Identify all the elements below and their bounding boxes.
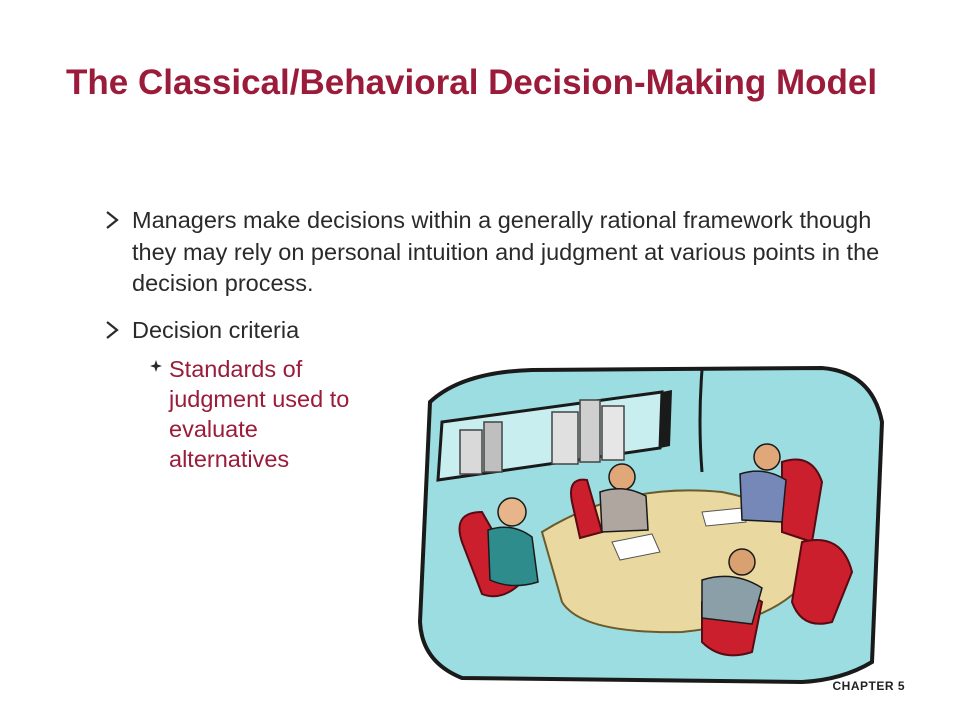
arrow-bullet-icon — [106, 320, 119, 339]
slide-title: The Classical/Behavioral Decision-Making… — [66, 63, 878, 102]
bullet-list: Managers make decisions within a general… — [105, 205, 895, 474]
sub-bullet-item: Standards of judgment used to evaluate a… — [150, 354, 379, 474]
bullet-text: Managers make decisions within a general… — [132, 207, 880, 296]
sub-bullet-text: Standards of judgment used to evaluate a… — [169, 356, 350, 472]
chapter-label: CHAPTER 5 — [832, 679, 905, 693]
bullet-text: Decision criteria — [132, 316, 300, 343]
arrow-bullet-icon — [106, 211, 119, 229]
diamond-bullet-icon — [150, 360, 162, 372]
bullet-item: Managers make decisions within a general… — [105, 205, 895, 300]
meeting-clipart-icon — [417, 365, 885, 684]
bullet-item: Decision criteria — [105, 315, 895, 347]
